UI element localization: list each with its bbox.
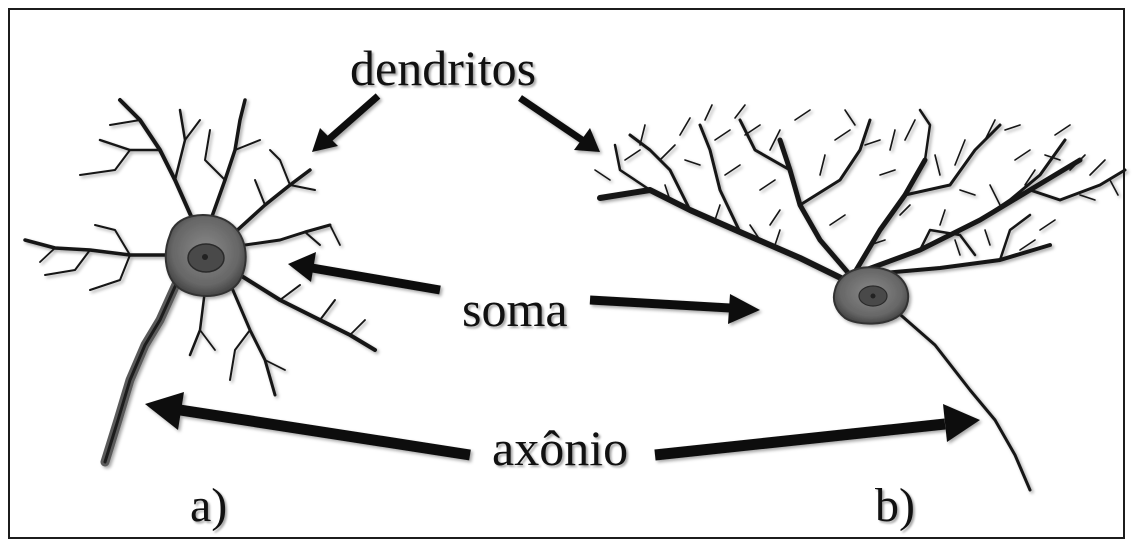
label-soma: soma [462,281,568,337]
arrow-axonio-right [654,404,980,461]
arrow-soma-right [589,294,760,324]
multipolar-neuron [23,98,377,467]
figure-border [8,8,1125,539]
arrow-soma-left [288,252,441,295]
arrow-dendritos-left [312,93,381,152]
arrows [145,93,980,461]
arrow-dendritos-right [518,95,600,152]
panel-label-a: a) [190,479,228,532]
label-axonio: axônio [492,420,629,476]
arrow-axonio-left [145,392,471,461]
purkinje-neuron [594,104,1127,492]
panel-label-b: b) [875,479,915,532]
label-dendritos: dendritos [350,40,537,96]
